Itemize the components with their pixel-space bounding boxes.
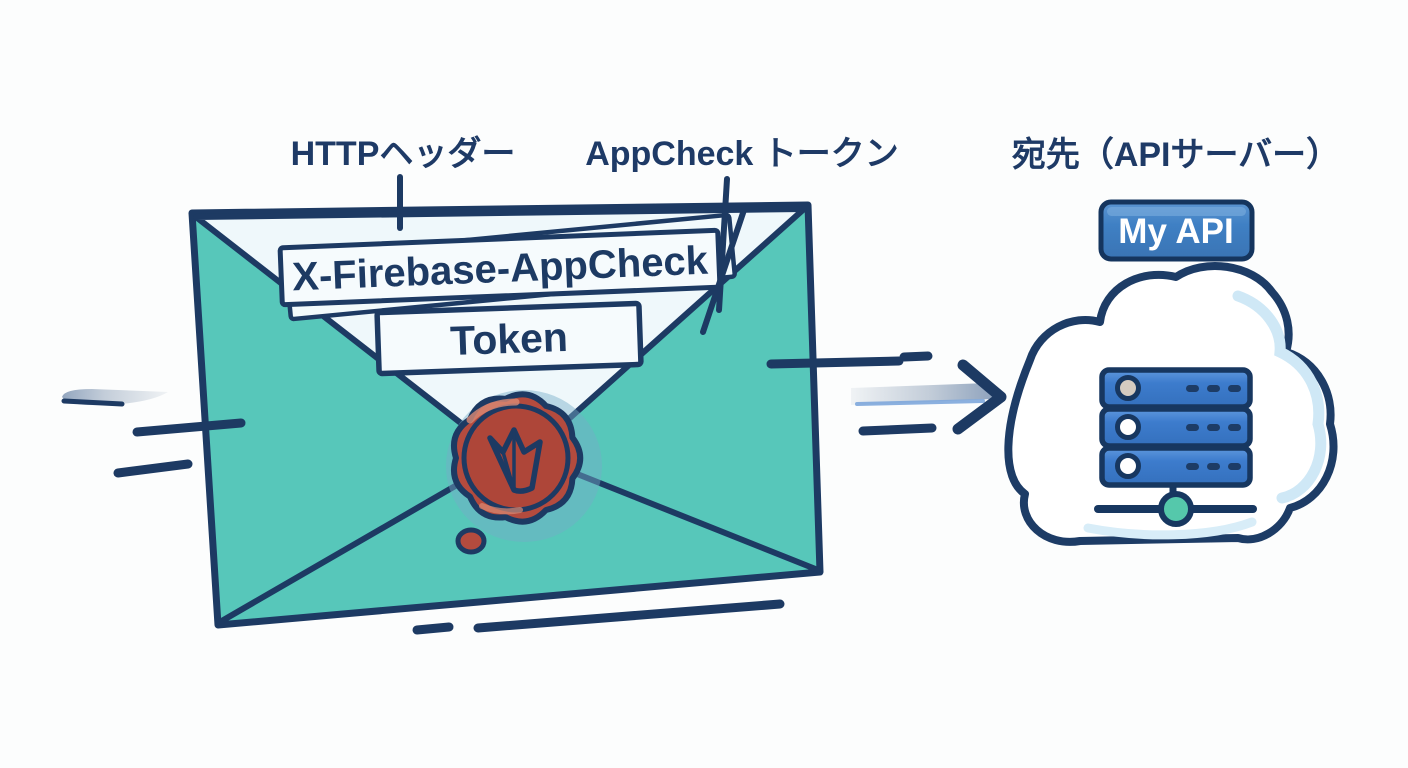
header-slip: X-Firebase-AppCheck <box>277 227 723 308</box>
label-http-header: HTTPヘッダー <box>291 135 516 173</box>
wax-droplet <box>455 527 487 555</box>
server-row-1 <box>1099 367 1253 410</box>
server-slot-2c <box>1228 424 1241 431</box>
speed-dash-right-long <box>766 356 904 369</box>
wax-seal-highlight-2 <box>479 503 523 515</box>
api-server-illustration <box>1004 262 1338 546</box>
my-api-badge-label: My API <box>1118 212 1233 251</box>
envelope: X-Firebase-AppCheck Token <box>188 201 824 629</box>
speed-dash-left-2 <box>113 459 193 478</box>
cloud-inner-shade-bottom <box>1083 517 1257 540</box>
server-slot-1c <box>1228 385 1241 392</box>
server-slot-3a <box>1186 463 1199 470</box>
label-destination: 宛先（APIサーバー） <box>1012 135 1340 174</box>
server-led-3 <box>1115 453 1141 479</box>
leader-line-appcheck-token-2 <box>700 204 748 335</box>
arrow-head <box>952 359 1007 435</box>
server-slot-3c <box>1228 463 1241 470</box>
network-node-icon <box>1158 491 1194 527</box>
firebase-flame-icon <box>487 427 543 494</box>
speed-dash-bottom-long <box>473 599 785 633</box>
server-slot-1a <box>1186 385 1199 392</box>
server-slot-1b <box>1207 385 1220 392</box>
label-appcheck-token: AppCheck トークン <box>585 135 899 173</box>
arrow-body <box>851 383 993 405</box>
my-api-badge-box <box>1098 199 1255 262</box>
speed-dash-right-top <box>899 351 933 362</box>
token-slip: Token <box>374 300 644 377</box>
arrow-body-blue-edge <box>855 399 985 406</box>
wax-seal-highlight <box>466 398 520 424</box>
token-slip-label: Token <box>449 314 568 364</box>
my-api-badge: My API <box>1098 199 1255 262</box>
wax-seal-ring <box>461 403 571 513</box>
speed-dash-right-bottom <box>858 423 937 436</box>
server-row-2 <box>1099 406 1253 449</box>
server-slot-2a <box>1186 424 1199 431</box>
top-labels: HTTPヘッダー AppCheck トークン 宛先（APIサーバー） <box>291 135 1341 174</box>
cloud-inner-shade-right <box>1232 290 1327 504</box>
server-slot-2b <box>1207 424 1220 431</box>
speed-dash-bottom-short <box>412 622 454 635</box>
motion-decorations <box>61 351 937 635</box>
speed-dash-left-1 <box>132 418 246 437</box>
server-row-3 <box>1099 445 1253 488</box>
wax-seal <box>446 390 602 555</box>
server-stack-icon <box>1099 367 1253 488</box>
motion-arrow <box>851 359 1007 435</box>
server-led-1 <box>1115 375 1141 401</box>
speed-streak-left-line <box>61 398 125 407</box>
my-api-badge-highlight <box>1107 207 1246 216</box>
server-slot-3b <box>1207 463 1220 470</box>
leader-lines <box>397 174 748 335</box>
server-led-2 <box>1115 414 1141 440</box>
